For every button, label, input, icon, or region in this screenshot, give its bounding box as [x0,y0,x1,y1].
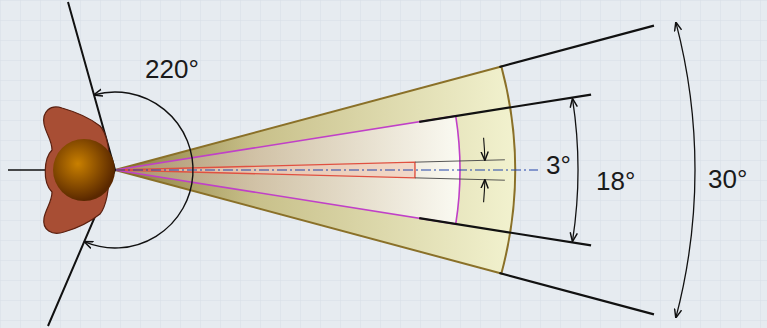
head [53,139,115,201]
extension-line [415,178,505,180]
dimension-arc [573,99,578,241]
extension-line [419,218,591,245]
angle-label: 220° [145,56,199,82]
extension-line [419,95,591,122]
dimension-arc [676,23,695,317]
center-line [115,169,538,170]
extension-line [499,26,654,67]
extension-line [415,160,505,162]
angle-label: 18° [596,168,635,194]
dimension-arrow [484,138,485,160]
dimension-arrow [484,180,485,202]
field-limit-lines [48,2,115,326]
angle-label: 30° [708,166,747,192]
angle-label: 3° [546,152,571,178]
extension-line [499,273,654,314]
